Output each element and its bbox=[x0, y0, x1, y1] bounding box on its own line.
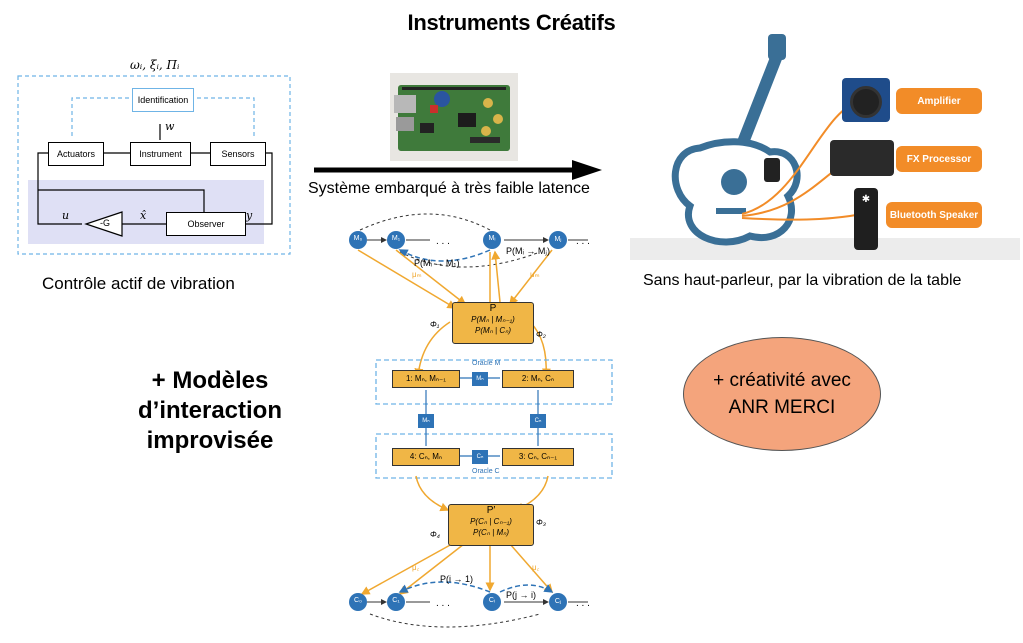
node-c1: C₁ bbox=[392, 597, 400, 604]
oracle-m-label: Oracle M bbox=[472, 360, 501, 367]
p-prime-box-line-1: P(Cₙ | Cₙ₋₁) bbox=[470, 517, 512, 526]
oval-line-2: ANR MERCI bbox=[728, 397, 836, 418]
right-caption: Sans haut-parleur, par la vibration de l… bbox=[643, 272, 962, 289]
bottom-transition-label: P(j → i) bbox=[506, 590, 536, 600]
node-c0: C₀ bbox=[354, 597, 362, 604]
page-title: Instruments Créatifs bbox=[407, 10, 616, 35]
left-caption: Contrôle actif de vibration bbox=[42, 274, 235, 293]
speaker-cone-icon bbox=[850, 86, 882, 118]
node-mi: Mᵢ bbox=[488, 235, 496, 242]
oracle-c-label: Oracle C bbox=[472, 468, 500, 475]
models-text: + Modèles d’interaction improvisée bbox=[130, 366, 290, 456]
guitar-icon bbox=[630, 34, 1020, 260]
oracle-diagram-lines: . . . . . . . . . . . . bbox=[349, 213, 613, 628]
mu-c-label-right: μ꜀ bbox=[532, 563, 540, 572]
small-c-side: Cₙ bbox=[530, 414, 546, 428]
fx-processor-device bbox=[830, 140, 894, 176]
models-line-3: improvisée bbox=[146, 427, 274, 454]
params-label: ωᵢ, ξᵢ, Πᵢ bbox=[130, 58, 180, 72]
svg-text:. . .: . . . bbox=[576, 236, 590, 247]
u-label: u bbox=[62, 209, 70, 222]
top-transition-left-label: P(Mᵢ → M₁) bbox=[414, 258, 460, 268]
p-prime-box-line-2: P(Cₙ | Mₙ) bbox=[472, 528, 509, 537]
small-c-bottom: Cₙ bbox=[472, 450, 488, 464]
bottom-transition-left-label: P(i → 1) bbox=[440, 574, 474, 584]
state-3: 3: Cₙ, Cₙ₋₁ bbox=[502, 448, 574, 466]
p-box: P P(Mₙ | Mₙ₋₁) P(Mₙ | Cₙ) bbox=[452, 302, 534, 344]
amplifier-device bbox=[842, 78, 890, 122]
sensors-block: Sensors bbox=[210, 142, 266, 166]
node-mj: Mⱼ bbox=[554, 236, 562, 243]
models-line-1: + Modèles bbox=[151, 367, 269, 394]
node-cj: Cⱼ bbox=[554, 598, 562, 605]
p-prime-box-title: P′ bbox=[486, 505, 496, 516]
bluetooth-speaker-label: Bluetooth Speaker bbox=[886, 202, 982, 228]
svg-text:. . .: . . . bbox=[436, 236, 450, 247]
gain-label: -G bbox=[100, 218, 110, 228]
instrument-block: Instrument bbox=[130, 142, 191, 166]
p-box-line-2: P(Mₙ | Cₙ) bbox=[474, 326, 511, 335]
phi-2: Φ₂ bbox=[536, 330, 546, 339]
guitar-illustration: ✱ Amplifier FX Processor Bluetooth Speak… bbox=[630, 30, 1020, 260]
state-2: 2: Mₙ, Cₙ bbox=[502, 370, 574, 388]
y-label: y bbox=[246, 209, 253, 222]
models-line-2: d’interaction bbox=[137, 397, 282, 424]
oracle-diagram: . . . . . . . . . . . . M₀ M₁ Mᵢ Mⱼ C₀ C… bbox=[340, 200, 640, 640]
main-arrow bbox=[314, 160, 602, 180]
svg-text:. . .: . . . bbox=[436, 598, 450, 609]
p-prime-box: P′ P(Cₙ | Cₙ₋₁) P(Cₙ | Mₙ) bbox=[448, 504, 534, 546]
small-m-top: Mₙ bbox=[472, 372, 488, 386]
w-label: w bbox=[165, 120, 175, 133]
bluetooth-icon: ✱ bbox=[861, 194, 871, 205]
control-diagram: ωᵢ, ξᵢ, Πᵢ Identification Actuators Inst… bbox=[14, 58, 296, 258]
phi-1: Φ₁ bbox=[430, 320, 440, 329]
circuit-board-icon bbox=[394, 85, 510, 151]
node-m1: M₁ bbox=[391, 235, 401, 242]
bluetooth-speaker-device: ✱ bbox=[854, 188, 878, 250]
node-ci: Cᵢ bbox=[488, 597, 496, 604]
oval-line-1: + créativité avec bbox=[713, 370, 851, 391]
node-m0: M₀ bbox=[353, 235, 363, 242]
p-box-title: P bbox=[489, 303, 497, 314]
p-box-line-1: P(Mₙ | Mₙ₋₁) bbox=[471, 315, 515, 324]
identification-block: Identification bbox=[132, 88, 194, 112]
top-transition-label: P(Mᵢ → Mⱼ) bbox=[506, 246, 550, 256]
mu-c-label-left: μ꜀ bbox=[412, 563, 420, 572]
creativity-oval: + créativité avec ANR MERCI bbox=[683, 337, 881, 451]
phi-3: Φ₃ bbox=[536, 518, 546, 527]
actuators-block: Actuators bbox=[48, 142, 104, 166]
mu-m-label-left: μₘ bbox=[412, 270, 422, 279]
phi-4: Φ₄ bbox=[430, 530, 440, 539]
state-1: 1: Mₙ, Mₙ₋₁ bbox=[392, 370, 460, 388]
xhat-label: x̂ bbox=[140, 209, 147, 222]
arrow-caption: Système embarqué à très faible latence bbox=[308, 180, 590, 197]
observer-block: Observer bbox=[166, 212, 246, 236]
fx-processor-label: FX Processor bbox=[896, 146, 982, 172]
small-m-side: Mₙ bbox=[418, 414, 434, 428]
mu-m-label-right: μₘ bbox=[530, 270, 540, 279]
state-4: 4: Cₙ, Mₙ bbox=[392, 448, 460, 466]
embedded-board-image bbox=[390, 73, 518, 161]
svg-text:. . .: . . . bbox=[576, 598, 590, 609]
amplifier-label: Amplifier bbox=[896, 88, 982, 114]
